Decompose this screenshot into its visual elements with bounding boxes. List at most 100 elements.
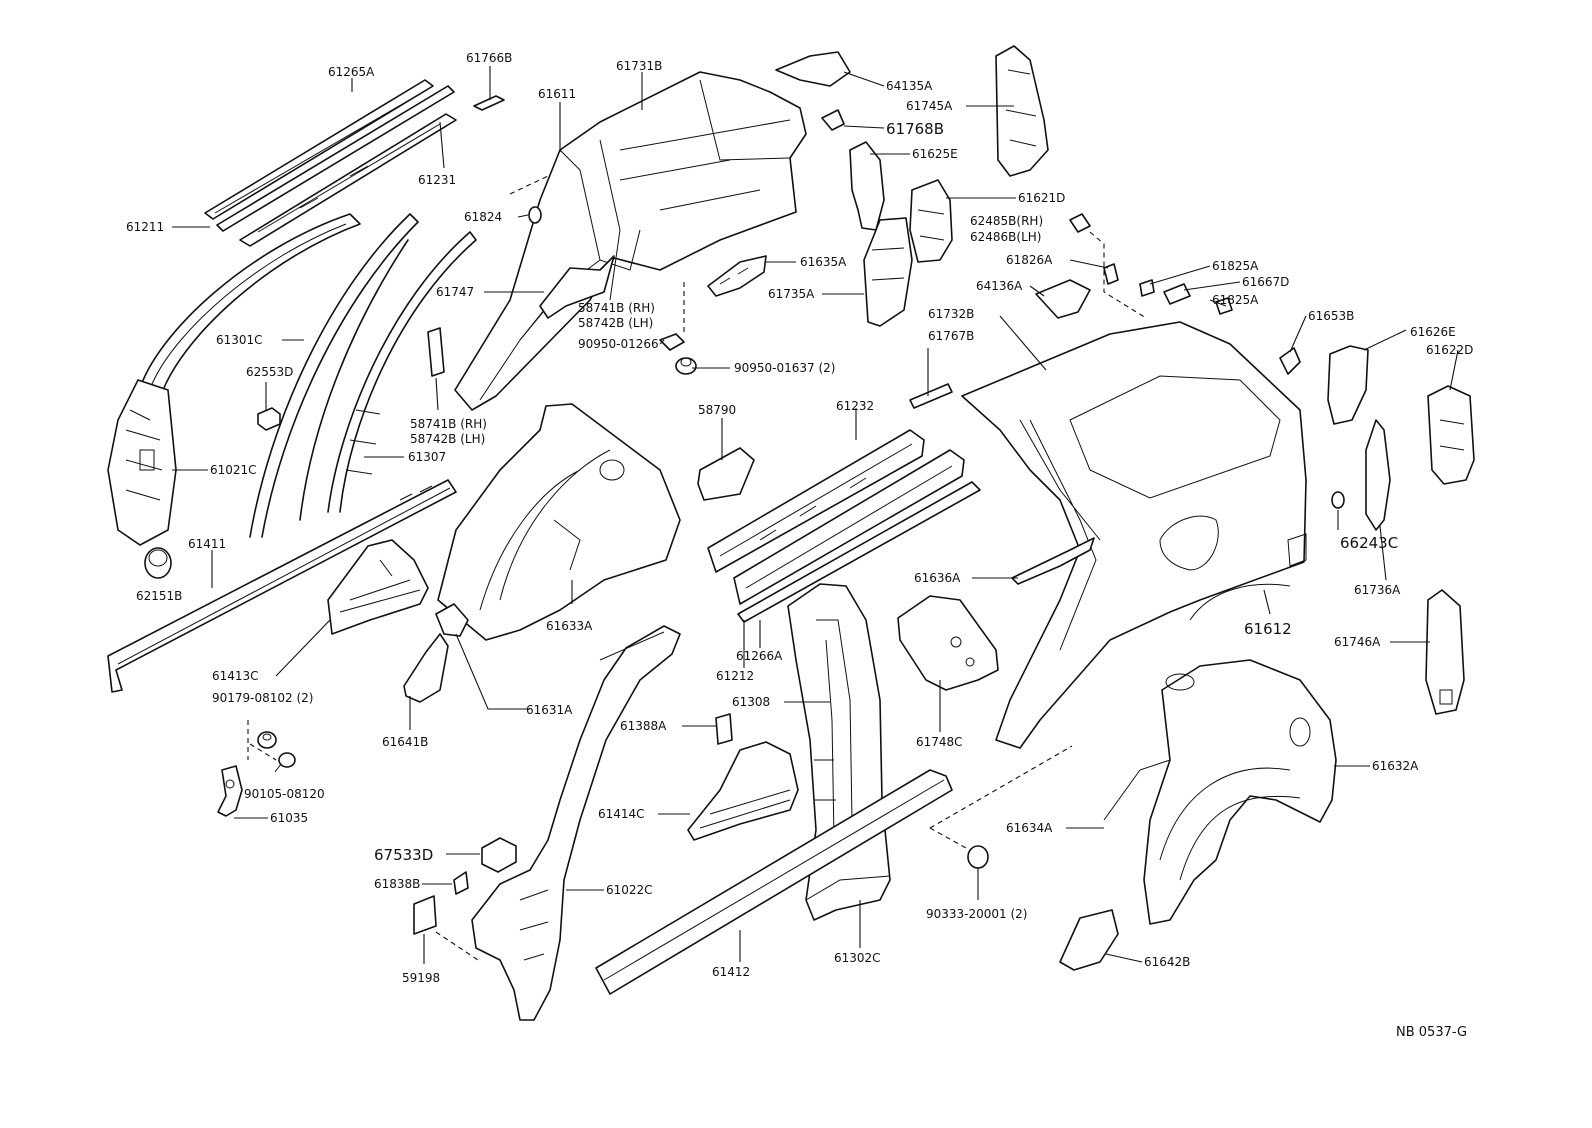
label-61625E: 61625E <box>912 147 958 161</box>
part-61748C <box>897 595 999 691</box>
label-90333-20001: 90333-20001 (2) <box>926 907 1028 921</box>
label-66243C: 66243C <box>1340 534 1398 552</box>
label-61745A: 61745A <box>906 99 953 113</box>
part-61388A <box>715 713 733 745</box>
part-61636A <box>1011 537 1095 585</box>
part-61625E <box>849 141 885 231</box>
label-62485B: 62485B(RH) <box>970 214 1043 228</box>
label-61767B: 61767B <box>928 329 974 343</box>
part-61824 <box>528 206 542 224</box>
label-61626E: 61626E <box>1410 325 1456 339</box>
label-61308: 61308 <box>732 695 770 709</box>
part-64135A <box>775 51 851 87</box>
part-58741B-strip <box>427 327 445 377</box>
label-61826A: 61826A <box>1006 253 1053 267</box>
label-67533D: 67533D <box>374 846 433 864</box>
part-61612 <box>961 321 1307 749</box>
label-58742B-b: 58742B (LH) <box>410 432 485 446</box>
part-61745A <box>995 45 1049 177</box>
label-61838B: 61838B <box>374 877 420 891</box>
part-61265A <box>204 79 434 220</box>
label-61622D: 61622D <box>1426 343 1473 357</box>
part-61736A <box>1365 419 1391 531</box>
label-61022C: 61022C <box>606 883 653 897</box>
label-61413C: 61413C <box>212 669 259 683</box>
part-61747 <box>539 255 615 319</box>
part-61232 <box>707 429 925 573</box>
part-61735A <box>863 217 913 327</box>
label-62553D: 62553D <box>246 365 293 379</box>
diagram-reference-code: NB 0537-G <box>1396 1025 1467 1040</box>
label-61825A-a: 61825A <box>1212 259 1259 273</box>
part-90179-08102 <box>257 731 277 749</box>
part-61825A-b <box>1215 297 1233 315</box>
label-62151B: 62151B <box>136 589 182 603</box>
label-61735A: 61735A <box>768 287 815 301</box>
part-67533D <box>481 837 517 873</box>
part-61826A <box>1103 263 1119 285</box>
label-61211: 61211 <box>126 220 164 234</box>
part-62151B <box>144 547 172 579</box>
part-61632A <box>1143 659 1337 925</box>
dashed-assembly-lines <box>247 175 1147 961</box>
label-61232: 61232 <box>836 399 874 413</box>
part-61641B <box>403 633 449 703</box>
label-61736A: 61736A <box>1354 583 1401 597</box>
part-61667D <box>1163 283 1191 305</box>
label-61635A: 61635A <box>800 255 847 269</box>
part-61766B <box>473 95 505 111</box>
label-61302C: 61302C <box>834 951 881 965</box>
part-61622D <box>1427 385 1475 485</box>
part-61414C <box>687 741 799 841</box>
part-61231 <box>239 113 457 247</box>
label-61411: 61411 <box>188 537 226 551</box>
label-61632A: 61632A <box>1372 759 1419 773</box>
label-61631A: 61631A <box>526 703 573 717</box>
label-64136A: 64136A <box>976 279 1023 293</box>
label-58741B-b: 58741B (RH) <box>410 417 487 431</box>
label-61611: 61611 <box>538 87 576 101</box>
label-90950-01637: 90950-01637 (2) <box>734 361 836 375</box>
label-61301C: 61301C <box>216 333 263 347</box>
part-61825A-a <box>1139 279 1155 297</box>
label-61633A: 61633A <box>546 619 593 633</box>
label-90179-08102: 90179-08102 (2) <box>212 691 314 705</box>
label-61212: 61212 <box>716 669 754 683</box>
part-61611 <box>454 71 807 411</box>
part-61307 <box>249 213 477 538</box>
part-90950-01266 <box>659 333 685 351</box>
part-61211 <box>216 85 455 232</box>
label-58742B-a: 58742B (LH) <box>578 316 653 330</box>
part-61412 <box>595 769 953 995</box>
part-61301C <box>139 213 361 399</box>
label-61621D: 61621D <box>1018 191 1065 205</box>
label-61612: 61612 <box>1244 620 1292 638</box>
label-61824: 61824 <box>464 210 502 224</box>
part-61634A <box>1103 759 1171 821</box>
label-62486B: 62486B(LH) <box>970 230 1041 244</box>
part-61838B <box>453 871 469 895</box>
label-61768B: 61768B <box>886 120 944 138</box>
label-90950-01266: 90950-01266 <box>578 337 659 351</box>
label-61231: 61231 <box>418 173 456 187</box>
part-62485B <box>1069 213 1091 233</box>
label-61634A: 61634A <box>1006 821 1053 835</box>
part-61212 <box>737 481 981 623</box>
label-61746A: 61746A <box>1334 635 1381 649</box>
part-61767B <box>909 383 953 409</box>
part-66243C <box>1331 491 1345 509</box>
part-61266A <box>733 449 965 605</box>
label-61653B: 61653B <box>1308 309 1354 323</box>
part-61021C <box>107 379 177 546</box>
part-61413C <box>327 539 429 635</box>
part-61746A <box>1425 589 1465 715</box>
label-61388A: 61388A <box>620 719 667 733</box>
part-62553D <box>257 407 281 431</box>
label-58790: 58790 <box>698 403 736 417</box>
label-61667D: 61667D <box>1242 275 1289 289</box>
label-61636A: 61636A <box>914 571 961 585</box>
part-61635A <box>707 255 767 297</box>
label-61021C: 61021C <box>210 463 257 477</box>
label-61732B: 61732B <box>928 307 974 321</box>
